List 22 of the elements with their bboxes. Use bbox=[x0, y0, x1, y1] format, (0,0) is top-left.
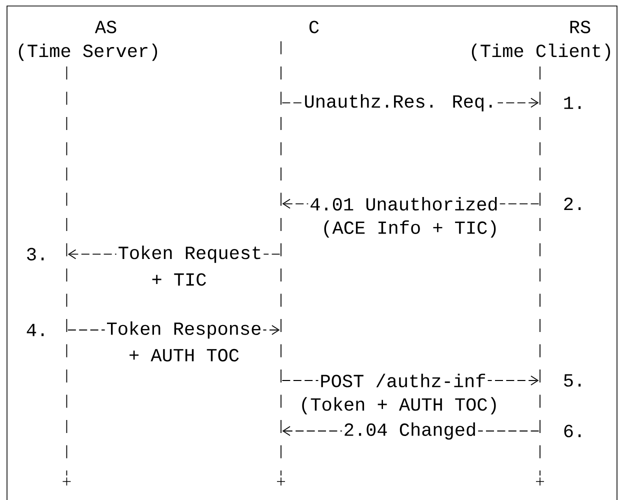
message-note: + AUTH TOC bbox=[130, 348, 239, 362]
lifeline bbox=[276, 40, 286, 486]
message-note: 4. bbox=[26, 324, 44, 336]
message-note: 6. bbox=[564, 424, 581, 438]
edge-label: Token Response bbox=[104, 320, 264, 340]
message-note: (ACE Info + TIC) bbox=[324, 220, 496, 238]
edge-label: POST /authz-inf bbox=[318, 372, 488, 389]
edge-label: Unauthz.Res. Req. bbox=[302, 92, 498, 113]
edge-label: 2.04 Changed bbox=[342, 420, 478, 442]
edge-label: Token Request bbox=[116, 244, 264, 264]
message-note: 3. bbox=[27, 248, 44, 260]
participant-label: RS (Time Client) bbox=[472, 20, 610, 61]
message-note: 1. bbox=[564, 96, 581, 109]
lifeline bbox=[62, 66, 72, 486]
lifeline bbox=[536, 66, 544, 486]
participant-label: AS (Time Server) bbox=[18, 20, 158, 61]
edge-label: 4.01 Unauthorized bbox=[308, 195, 500, 212]
message-note: 2. bbox=[564, 198, 581, 210]
participant-label: C bbox=[309, 20, 319, 34]
message-note: 5. bbox=[564, 374, 581, 387]
message-note: + TIC bbox=[152, 273, 206, 286]
message-note: (Token + AUTH TOC) bbox=[302, 397, 496, 414]
